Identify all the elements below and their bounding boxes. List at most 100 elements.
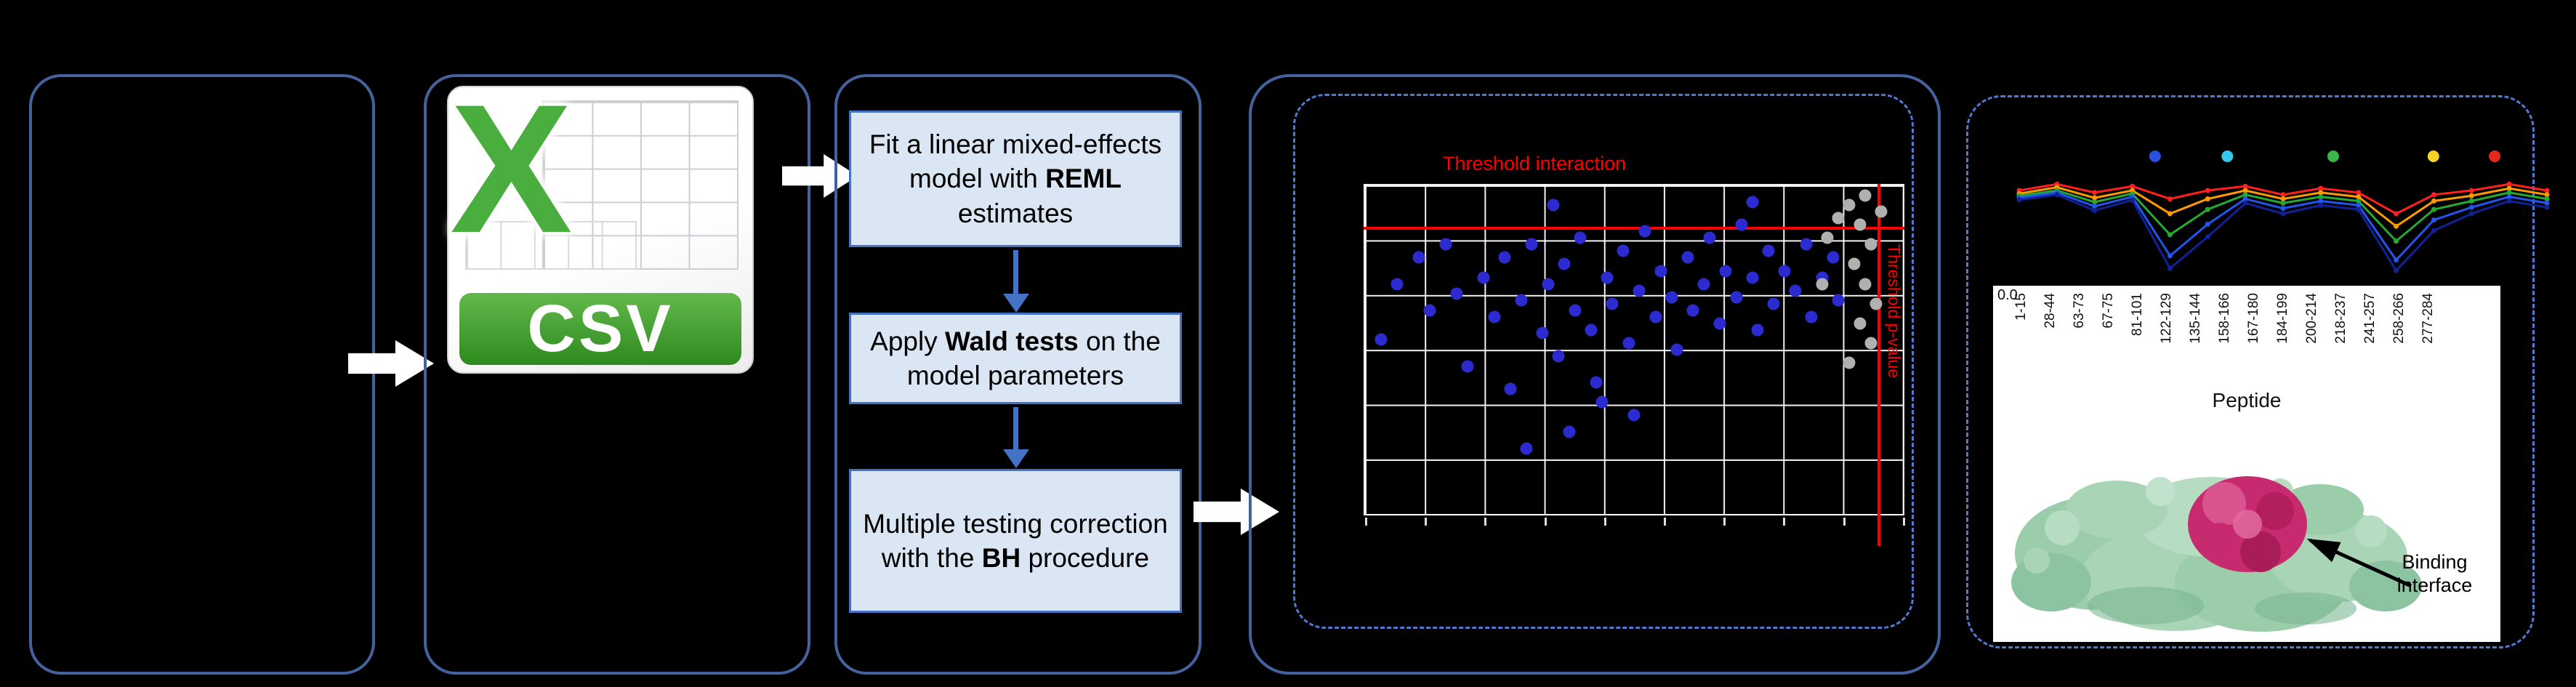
step-box-wald: Apply Wald tests on the model parameters bbox=[849, 313, 1182, 404]
peptide-tick-label: 81-101 bbox=[2130, 293, 2145, 337]
peptide-tick-label: 218-237 bbox=[2333, 293, 2348, 344]
results-dashed-frame bbox=[1293, 94, 1914, 629]
marker-dot bbox=[2280, 200, 2286, 206]
uptake-line-chart bbox=[2005, 148, 2561, 286]
axis-tick bbox=[1425, 518, 1428, 526]
data-point bbox=[1697, 278, 1710, 291]
data-point bbox=[1827, 251, 1840, 264]
marker-dot bbox=[2205, 221, 2210, 227]
marker-dot bbox=[2394, 257, 2399, 263]
data-point bbox=[1746, 196, 1759, 209]
data-point bbox=[1853, 317, 1867, 330]
binding-interface-magenta bbox=[2188, 476, 2307, 572]
data-point bbox=[1848, 257, 1861, 270]
data-point bbox=[1778, 265, 1791, 278]
data-point bbox=[1843, 198, 1856, 212]
data-point bbox=[1638, 225, 1651, 238]
axis-tick bbox=[1723, 518, 1726, 526]
data-point bbox=[1569, 304, 1582, 317]
marker-dot bbox=[2431, 228, 2436, 233]
protein-structure-svg bbox=[2011, 476, 2422, 632]
peptide-tick-label: 258-266 bbox=[2391, 293, 2407, 344]
marker-dot bbox=[2356, 198, 2362, 204]
marker-dot bbox=[2318, 190, 2324, 196]
threshold-pvalue-line bbox=[1877, 184, 1881, 546]
data-point bbox=[1767, 297, 1780, 310]
marker-dot bbox=[2356, 202, 2362, 208]
marker-dot bbox=[2167, 265, 2173, 271]
data-point bbox=[1843, 356, 1856, 369]
data-point bbox=[1832, 212, 1845, 225]
marker-dot bbox=[2431, 217, 2436, 223]
data-point bbox=[1423, 304, 1436, 317]
csv-banner-label: CSV bbox=[459, 292, 742, 366]
marker-dot bbox=[2205, 234, 2210, 240]
data-point bbox=[1590, 376, 1603, 389]
peptide-tick-label: 1-15 bbox=[2013, 293, 2029, 321]
data-point bbox=[1735, 218, 1748, 231]
marker-dot bbox=[2506, 185, 2512, 191]
marker-dot bbox=[2318, 198, 2324, 204]
peptide-tick-label: 200-214 bbox=[2304, 293, 2319, 344]
legend-dot-icon bbox=[2221, 150, 2234, 162]
marker-dot bbox=[2167, 253, 2173, 259]
data-point bbox=[1875, 205, 1888, 218]
marker-dot bbox=[2242, 192, 2248, 198]
data-point bbox=[1536, 326, 1549, 340]
data-point bbox=[1552, 350, 1565, 363]
data-point bbox=[1730, 291, 1743, 304]
threshold-pvalue-label: Threshold p-value bbox=[1885, 244, 1904, 379]
data-point bbox=[1665, 291, 1678, 304]
marker-dot bbox=[2544, 196, 2550, 202]
data-point bbox=[1654, 265, 1667, 278]
data-point bbox=[1585, 324, 1598, 337]
marker-dot bbox=[2468, 193, 2474, 198]
peptide-tick-label: 122-129 bbox=[2159, 293, 2174, 344]
marker-dot bbox=[2092, 199, 2098, 205]
marker-dot bbox=[2506, 181, 2512, 187]
data-point bbox=[1477, 271, 1490, 284]
marker-dot bbox=[2242, 183, 2248, 189]
down-arrow-head-icon bbox=[1003, 294, 1029, 313]
marker-dot bbox=[2318, 194, 2324, 200]
data-point bbox=[1606, 297, 1619, 310]
peptide-tick-label: 184-199 bbox=[2275, 293, 2290, 344]
step-box-bh: Multiple testing correction with the BH … bbox=[849, 469, 1182, 613]
marker-dot bbox=[2356, 206, 2362, 212]
axis-tick bbox=[1484, 518, 1487, 526]
data-point bbox=[1751, 324, 1764, 337]
data-point bbox=[1488, 310, 1501, 324]
data-point bbox=[1617, 244, 1630, 257]
data-point bbox=[1719, 265, 1732, 278]
marker-dot bbox=[2167, 211, 2173, 217]
data-point bbox=[1374, 333, 1388, 346]
model-panel bbox=[834, 74, 1202, 675]
excel-x-glyph: X bbox=[450, 67, 573, 271]
data-point bbox=[1563, 425, 1576, 438]
marker-dot bbox=[2280, 196, 2286, 202]
marker-dot bbox=[2506, 198, 2512, 204]
marker-dot bbox=[2242, 196, 2248, 202]
axis-tick bbox=[1783, 518, 1786, 526]
uptake-chart-svg bbox=[2016, 150, 2550, 273]
peptide-tick-label: 277-284 bbox=[2420, 293, 2436, 344]
marker-dot bbox=[2394, 268, 2399, 273]
peptide-tick-label: 135-144 bbox=[2188, 293, 2203, 344]
peptide-axis-label: Peptide bbox=[2212, 389, 2282, 411]
data-point bbox=[1762, 244, 1775, 257]
legend-dot-icon bbox=[2327, 150, 2339, 162]
marker-dot bbox=[2242, 200, 2248, 206]
legend-dot-icon bbox=[2149, 150, 2161, 162]
marker-dot bbox=[2242, 188, 2248, 193]
y-axis-tick-label: 0.0 bbox=[1997, 287, 2018, 303]
axis-tick bbox=[1843, 518, 1846, 526]
data-point bbox=[1525, 238, 1538, 251]
data-point bbox=[1558, 257, 1571, 270]
marker-dot bbox=[2468, 211, 2474, 217]
data-point bbox=[1622, 337, 1635, 350]
data-point bbox=[1498, 251, 1511, 264]
data-point bbox=[1574, 231, 1587, 244]
marker-dot bbox=[2092, 208, 2098, 214]
